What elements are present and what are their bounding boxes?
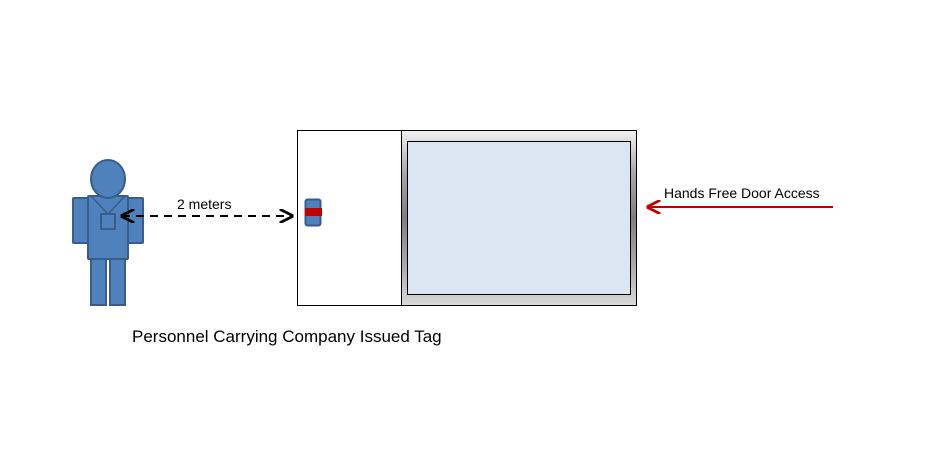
- door-assembly: [297, 130, 637, 306]
- person-right-arm: [126, 197, 144, 244]
- personnel-caption: Personnel Carrying Company Issued Tag: [132, 327, 442, 346]
- person-head: [90, 159, 126, 199]
- door-glass: [407, 141, 631, 295]
- reader-indicator: [305, 208, 322, 216]
- person-figure-icon: [72, 159, 144, 306]
- access-label: Hands Free Door Access: [664, 185, 820, 201]
- person-left-leg: [90, 257, 107, 306]
- person-right-leg: [109, 257, 126, 306]
- badge-tag-icon: [100, 213, 116, 230]
- tag-reader-icon: [304, 198, 322, 227]
- person-left-arm: [72, 197, 90, 244]
- distance-label: 2 meters: [177, 196, 231, 212]
